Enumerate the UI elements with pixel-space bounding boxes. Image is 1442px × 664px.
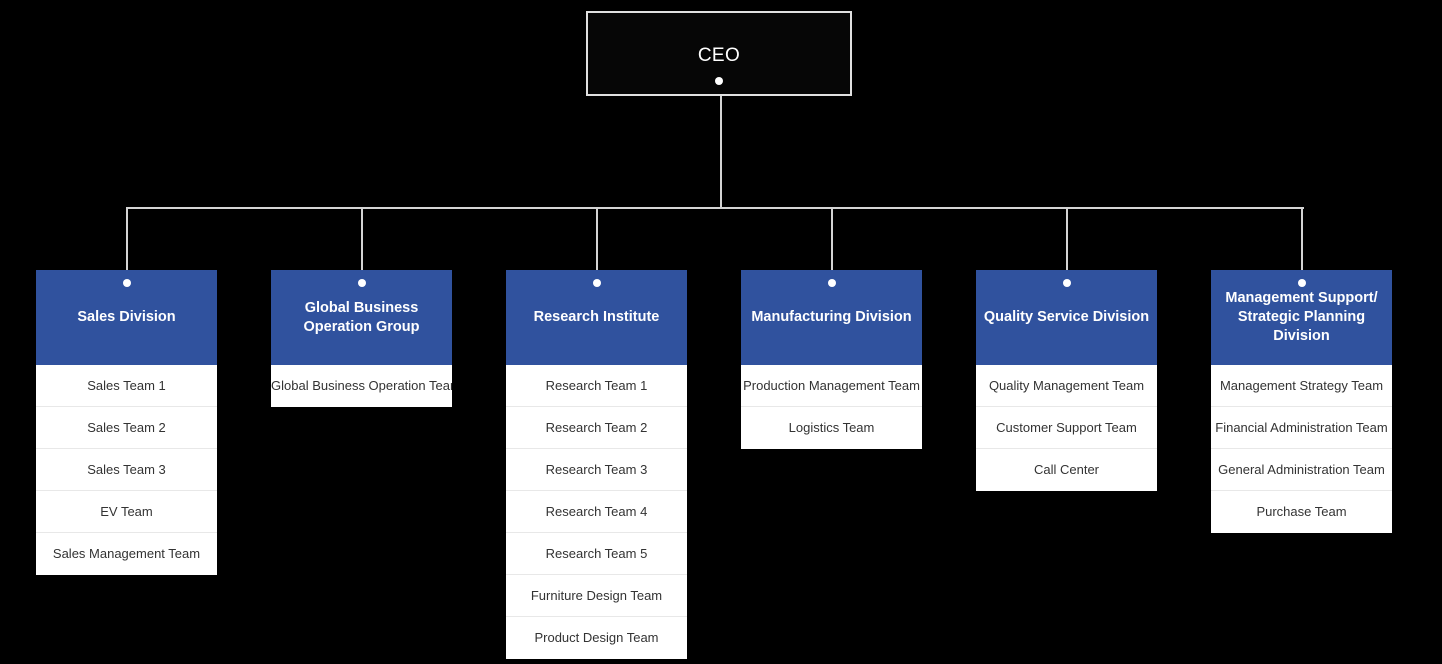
list-item[interactable]: Research Team 5 bbox=[506, 533, 687, 575]
list-item[interactable]: General Administration Team bbox=[1211, 449, 1392, 491]
division-management-support-children: Management Strategy Team Financial Admin… bbox=[1211, 365, 1392, 533]
division-global-business-children: Global Business Operation Team bbox=[271, 365, 452, 407]
list-item[interactable]: Product Design Team bbox=[534, 630, 659, 645]
division-quality-service-connector-dot bbox=[1062, 279, 1071, 287]
division-global-business-header[interactable]: Global Business Operation Group bbox=[271, 270, 452, 365]
connector-horizontal-bus bbox=[126, 207, 1304, 209]
list-item[interactable]: Research Team 3 bbox=[506, 449, 687, 491]
division-quality-service-title: Quality Service Division bbox=[983, 309, 1150, 325]
list-item[interactable]: Research Team 2 bbox=[506, 407, 687, 449]
connector-drop-1 bbox=[126, 207, 128, 270]
list-item[interactable]: Management Strategy Team bbox=[1211, 365, 1392, 407]
division-global-business-title: Global Business Operation Group bbox=[303, 299, 420, 335]
list-item[interactable]: Production Management Team bbox=[741, 365, 922, 407]
division-management-support-connector-dot bbox=[1297, 279, 1306, 287]
division-global-business: Global Business Operation Group Global B… bbox=[271, 270, 452, 407]
division-research: Research Institute Research Team 1 Resea… bbox=[506, 270, 687, 659]
connector-drop-2 bbox=[361, 207, 363, 270]
division-research-title: Research Institute bbox=[533, 309, 660, 325]
division-research-children: Research Team 1 Research Team 2 Research… bbox=[506, 365, 687, 659]
list-item[interactable]: Sales Management Team bbox=[52, 546, 201, 561]
list-item[interactable]: Logistics Team bbox=[788, 420, 875, 435]
list-item[interactable]: EV Team bbox=[36, 491, 217, 533]
division-quality-service-header[interactable]: Quality Service Division bbox=[976, 270, 1157, 365]
list-item[interactable]: Call Center bbox=[1033, 462, 1100, 477]
division-manufacturing-header[interactable]: Manufacturing Division bbox=[741, 270, 922, 365]
connector-drop-6 bbox=[1301, 207, 1303, 270]
list-item[interactable]: Quality Management Team bbox=[976, 365, 1157, 407]
node-ceo-label: CEO bbox=[697, 45, 741, 66]
division-sales-title: Sales Division bbox=[77, 309, 176, 325]
list-item[interactable]: Furniture Design Team bbox=[506, 575, 687, 617]
division-manufacturing-title: Manufacturing Division bbox=[751, 309, 912, 325]
division-research-connector-dot bbox=[592, 279, 601, 287]
division-sales: Sales Division Sales Team 1 Sales Team 2… bbox=[36, 270, 217, 575]
division-management-support-header[interactable]: Management Support/ Strategic Planning D… bbox=[1211, 270, 1392, 365]
list-item[interactable]: Purchase Team bbox=[1256, 504, 1347, 519]
division-research-header[interactable]: Research Institute bbox=[506, 270, 687, 365]
division-manufacturing: Manufacturing Division Production Manage… bbox=[741, 270, 922, 449]
node-ceo[interactable]: CEO bbox=[586, 11, 852, 96]
list-item[interactable]: Sales Team 2 bbox=[36, 407, 217, 449]
list-item[interactable]: Sales Team 1 bbox=[36, 365, 217, 407]
connector-drop-5 bbox=[1066, 207, 1068, 270]
list-item[interactable]: Customer Support Team bbox=[976, 407, 1157, 449]
division-management-support: Management Support/ Strategic Planning D… bbox=[1211, 270, 1392, 533]
list-item[interactable]: Sales Team 3 bbox=[36, 449, 217, 491]
connector-drop-3 bbox=[596, 207, 598, 270]
division-sales-connector-dot bbox=[122, 279, 131, 287]
division-management-support-title: Management Support/ Strategic Planning D… bbox=[1225, 290, 1378, 344]
list-item[interactable]: Research Team 4 bbox=[506, 491, 687, 533]
list-item[interactable]: Research Team 1 bbox=[506, 365, 687, 407]
division-sales-header[interactable]: Sales Division bbox=[36, 270, 217, 365]
division-quality-service: Quality Service Division Quality Managem… bbox=[976, 270, 1157, 491]
division-manufacturing-connector-dot bbox=[827, 279, 836, 287]
division-global-business-connector-dot bbox=[357, 279, 366, 287]
division-manufacturing-children: Production Management Team Logistics Tea… bbox=[741, 365, 922, 449]
division-sales-children: Sales Team 1 Sales Team 2 Sales Team 3 E… bbox=[36, 365, 217, 575]
node-ceo-connector-dot bbox=[715, 77, 723, 85]
connector-drop-4 bbox=[831, 207, 833, 270]
connector-root-stem bbox=[720, 96, 722, 209]
list-item[interactable]: Global Business Operation Team bbox=[271, 378, 452, 393]
division-quality-service-children: Quality Management Team Customer Support… bbox=[976, 365, 1157, 491]
list-item[interactable]: Financial Administration Team bbox=[1211, 407, 1392, 449]
